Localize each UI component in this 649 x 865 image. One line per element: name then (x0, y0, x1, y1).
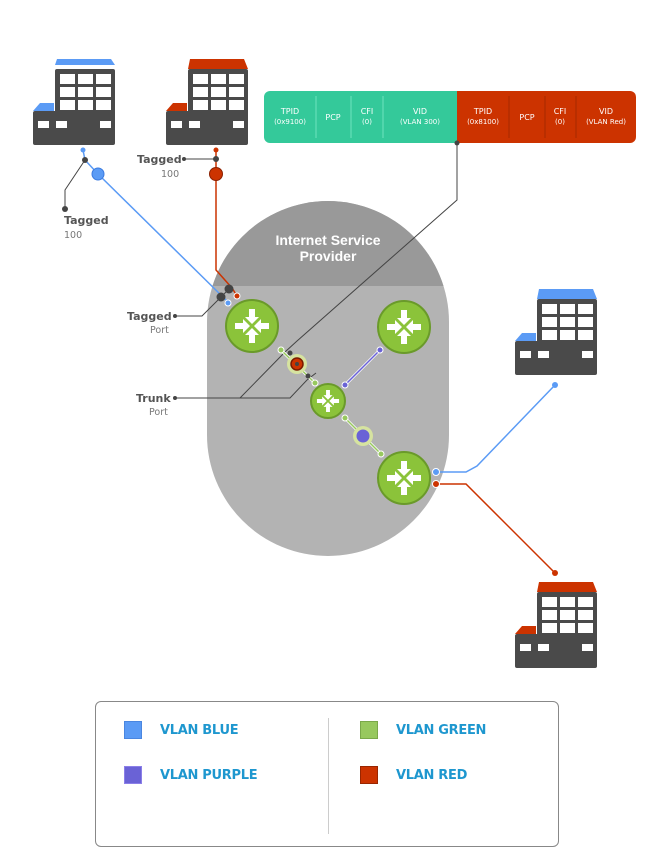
trunk-port-leader (240, 372, 317, 399)
vlan-red-swatch (360, 766, 378, 784)
inner-vid-title: VID (599, 107, 613, 116)
legend-label: VLAN GREEN (396, 722, 487, 738)
router-2 (377, 300, 431, 354)
vlan-blue-port-node (91, 167, 105, 181)
vlan-red-link-top (215, 150, 238, 297)
outer-vid-value: (VLAN 300) (400, 118, 440, 126)
router-1 (225, 299, 279, 353)
inner-vid-value: (VLAN Red) (586, 118, 626, 126)
vlan-blue-swatch (124, 721, 142, 739)
legend-divider (328, 718, 329, 834)
router-3 (310, 383, 346, 419)
vlan-red-link-right (436, 483, 556, 574)
inner-pcp-title: PCP (519, 113, 534, 122)
tagged-top-title: Tagged (137, 153, 182, 166)
outer-tpid-value: (0x9100) (274, 118, 306, 126)
trunk-port-title: Trunk (136, 392, 171, 405)
legend-item-vlan-blue: VLAN BLUE (124, 721, 239, 739)
legend-item-vlan-green: VLAN GREEN (360, 721, 486, 739)
building-red-top (166, 59, 248, 145)
vlan-purple-swatch (124, 766, 142, 784)
port-markers (62, 140, 558, 576)
inner-tpid-value: (0x8100) (467, 118, 499, 126)
inner-tpid-title: TPID (473, 107, 492, 116)
inner-cfi-title: CFI (554, 107, 567, 116)
tagged-left-leader (64, 159, 86, 209)
legend-label: VLAN RED (396, 767, 468, 783)
qinq-header: TPID (0x9100) PCP CFI (0) VID (VLAN 300)… (264, 91, 636, 143)
legend: VLAN BLUE VLAN PURPLE VLAN GREEN VLAN RE… (95, 701, 559, 847)
tagged-port-sub: Port (150, 325, 169, 336)
vlan-green-swatch (360, 721, 378, 739)
outer-vid-title: VID (413, 107, 427, 116)
vlan-red-port-node (209, 167, 223, 181)
router-4 (377, 451, 431, 505)
legend-label: VLAN BLUE (160, 722, 239, 738)
building-red-bottom-right (515, 582, 597, 668)
trunk-line-to-header (175, 143, 458, 399)
outer-cfi-value: (0) (362, 118, 372, 126)
outer-cfi-title: CFI (361, 107, 374, 116)
building-blue-right (515, 289, 597, 375)
tagged-port-title: Tagged (127, 310, 172, 323)
vlan-blue-link-right (436, 384, 556, 473)
building-blue-top-left (33, 59, 115, 145)
outer-pcp-title: PCP (325, 113, 340, 122)
trunk-port-sub: Port (149, 407, 168, 418)
tagged-left-value: 100 (64, 230, 82, 241)
vlan-purple-node (356, 429, 370, 443)
isp-title-line2: Provider (300, 248, 357, 264)
tagged-left-title: Tagged (64, 214, 109, 227)
legend-label: VLAN PURPLE (160, 767, 258, 783)
outer-tpid-title: TPID (280, 107, 299, 116)
vlan-blue-link-left (82, 149, 229, 303)
isp-title-line1: Internet Service (275, 232, 380, 248)
vlan-purple-link (344, 349, 381, 386)
tagged-port-leader (175, 296, 222, 317)
legend-item-vlan-purple: VLAN PURPLE (124, 766, 258, 784)
legend-item-vlan-red: VLAN RED (360, 766, 467, 784)
tagged-top-value: 100 (161, 169, 179, 180)
inner-cfi-value: (0) (555, 118, 565, 126)
